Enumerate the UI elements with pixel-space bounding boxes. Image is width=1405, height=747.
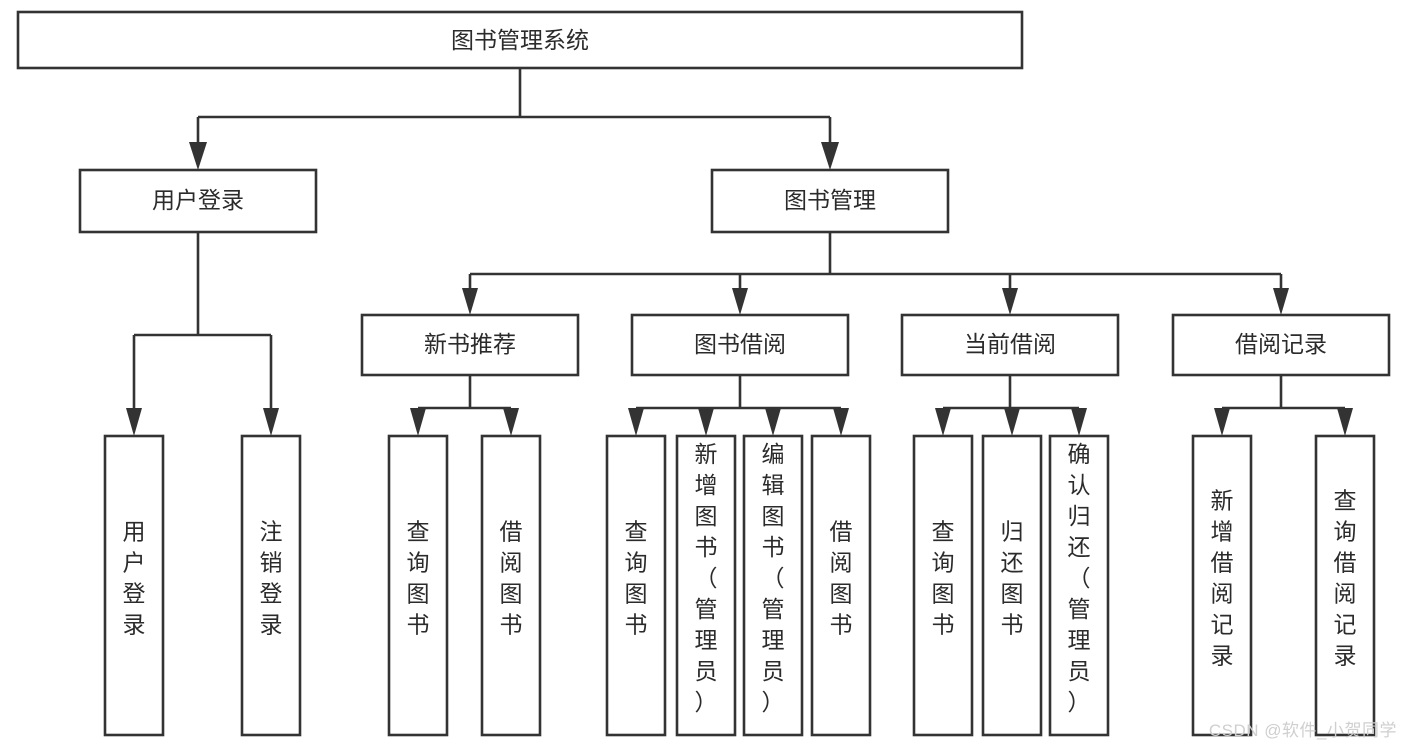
node-leaf-logout-login[interactable]: 注销登录 (240, 434, 302, 737)
node-leaf-query-book-3[interactable]: 查询图书 (912, 434, 974, 737)
node-current-borrow[interactable]: 当前借阅 (900, 313, 1120, 377)
node-leaf-add-record-label: 新增借阅记录 (1211, 488, 1234, 669)
node-root-box[interactable] (16, 10, 1024, 70)
node-leaf-query-record-label: 查询借阅记录 (1334, 488, 1357, 669)
arrowhead-leaf-query-book-1 (410, 408, 426, 436)
node-user-login-label: 用户登录 (152, 187, 244, 213)
arrowhead-leaf-return-book (1004, 408, 1020, 436)
node-leaf-query-book-3-label: 查询图书 (932, 519, 955, 638)
node-leaf-edit-book-label: 编辑图书（管理员） (762, 441, 785, 715)
node-leaf-add-book[interactable]: 新增图书（管理员） (675, 434, 737, 737)
node-root[interactable]: 图书管理系统 (16, 10, 1024, 70)
arrowhead-borrow-record (1273, 288, 1289, 315)
node-leaf-borrow-book-1-label: 借阅图书 (500, 519, 523, 638)
node-leaf-query-book-2[interactable]: 查询图书 (605, 434, 667, 737)
node-leaf-borrow-book-2[interactable]: 借阅图书 (810, 434, 872, 737)
node-leaf-confirm-return[interactable]: 确认归还（管理员） (1048, 434, 1110, 737)
node-leaf-query-record[interactable]: 查询借阅记录 (1314, 434, 1376, 737)
node-leaf-borrow-book-1[interactable]: 借阅图书 (480, 434, 542, 737)
node-leaf-query-book-1-label: 查询图书 (407, 519, 430, 638)
arrowhead-user-login (189, 142, 207, 170)
arrowhead-leaf-logout-login (263, 408, 279, 436)
node-leaf-user-login-label: 用户登录 (123, 519, 146, 638)
arrowhead-leaf-borrow-book-1 (503, 408, 519, 436)
connector-layer (126, 68, 1353, 436)
node-leaf-logout-login-box[interactable] (240, 434, 302, 737)
arrowhead-leaf-query-book-2 (628, 408, 644, 436)
node-new-book-recommend-box[interactable] (360, 313, 580, 377)
node-leaf-borrow-book-2-box[interactable] (810, 434, 872, 737)
arrowhead-leaf-borrow-book-2 (833, 408, 849, 436)
node-book-borrow-box[interactable] (630, 313, 850, 377)
node-leaf-user-login[interactable]: 用户登录 (103, 434, 165, 737)
node-user-login[interactable]: 用户登录 (78, 168, 318, 234)
node-current-borrow-box[interactable] (900, 313, 1120, 377)
arrowhead-book-management (821, 142, 839, 170)
arrowhead-new-book-recommend (462, 288, 478, 315)
node-book-borrow[interactable]: 图书借阅 (630, 313, 850, 377)
node-leaf-add-record-box[interactable] (1191, 434, 1253, 737)
arrowhead-leaf-confirm-return (1071, 408, 1087, 436)
node-leaf-confirm-return-label: 确认归还（管理员） (1068, 441, 1091, 715)
node-leaf-query-book-2-box[interactable] (605, 434, 667, 737)
node-borrow-record[interactable]: 借阅记录 (1171, 313, 1391, 377)
arrowhead-leaf-user-login (126, 408, 142, 436)
node-book-management[interactable]: 图书管理 (710, 168, 950, 234)
node-leaf-add-record[interactable]: 新增借阅记录 (1191, 434, 1253, 737)
arrowhead-leaf-add-record (1214, 408, 1230, 436)
node-user-login-box[interactable] (78, 168, 318, 234)
arrowhead-leaf-query-record (1337, 408, 1353, 436)
node-book-management-box[interactable] (710, 168, 950, 234)
node-root-label: 图书管理系统 (451, 27, 589, 53)
node-current-borrow-label: 当前借阅 (964, 331, 1056, 357)
node-leaf-user-login-box[interactable] (103, 434, 165, 737)
node-book-borrow-label: 图书借阅 (694, 331, 786, 357)
node-new-book-recommend[interactable]: 新书推荐 (360, 313, 580, 377)
node-leaf-borrow-book-1-box[interactable] (480, 434, 542, 737)
node-new-book-recommend-label: 新书推荐 (424, 331, 516, 357)
arrowhead-leaf-edit-book (765, 408, 781, 436)
node-leaf-query-record-box[interactable] (1314, 434, 1376, 737)
node-leaf-edit-book-box[interactable] (742, 434, 804, 737)
node-leaf-query-book-3-box[interactable] (912, 434, 974, 737)
node-leaf-query-book-1-box[interactable] (387, 434, 449, 737)
node-leaf-query-book-2-label: 查询图书 (625, 519, 648, 638)
node-leaf-borrow-book-2-label: 借阅图书 (830, 519, 853, 638)
node-leaf-query-book-1[interactable]: 查询图书 (387, 434, 449, 737)
node-leaf-add-book-box[interactable] (675, 434, 737, 737)
arrowhead-book-borrow (732, 288, 748, 315)
arrowhead-current-borrow (1002, 288, 1018, 315)
node-leaf-confirm-return-box[interactable] (1048, 434, 1110, 737)
node-leaf-logout-login-label: 注销登录 (260, 519, 283, 638)
node-leaf-return-book-label: 归还图书 (1001, 519, 1024, 638)
node-leaf-return-book-box[interactable] (981, 434, 1043, 737)
node-leaf-return-book[interactable]: 归还图书 (981, 434, 1043, 737)
node-borrow-record-box[interactable] (1171, 313, 1391, 377)
arrowhead-leaf-add-book (698, 408, 714, 436)
csdn-watermark: CSDN @软件_小贺同学 (1208, 721, 1397, 740)
node-borrow-record-label: 借阅记录 (1235, 331, 1327, 357)
node-book-management-label: 图书管理 (784, 187, 876, 213)
node-leaf-add-book-label: 新增图书（管理员） (695, 441, 718, 715)
arrowhead-leaf-query-book-3 (935, 408, 951, 436)
node-leaf-edit-book[interactable]: 编辑图书（管理员） (742, 434, 804, 737)
